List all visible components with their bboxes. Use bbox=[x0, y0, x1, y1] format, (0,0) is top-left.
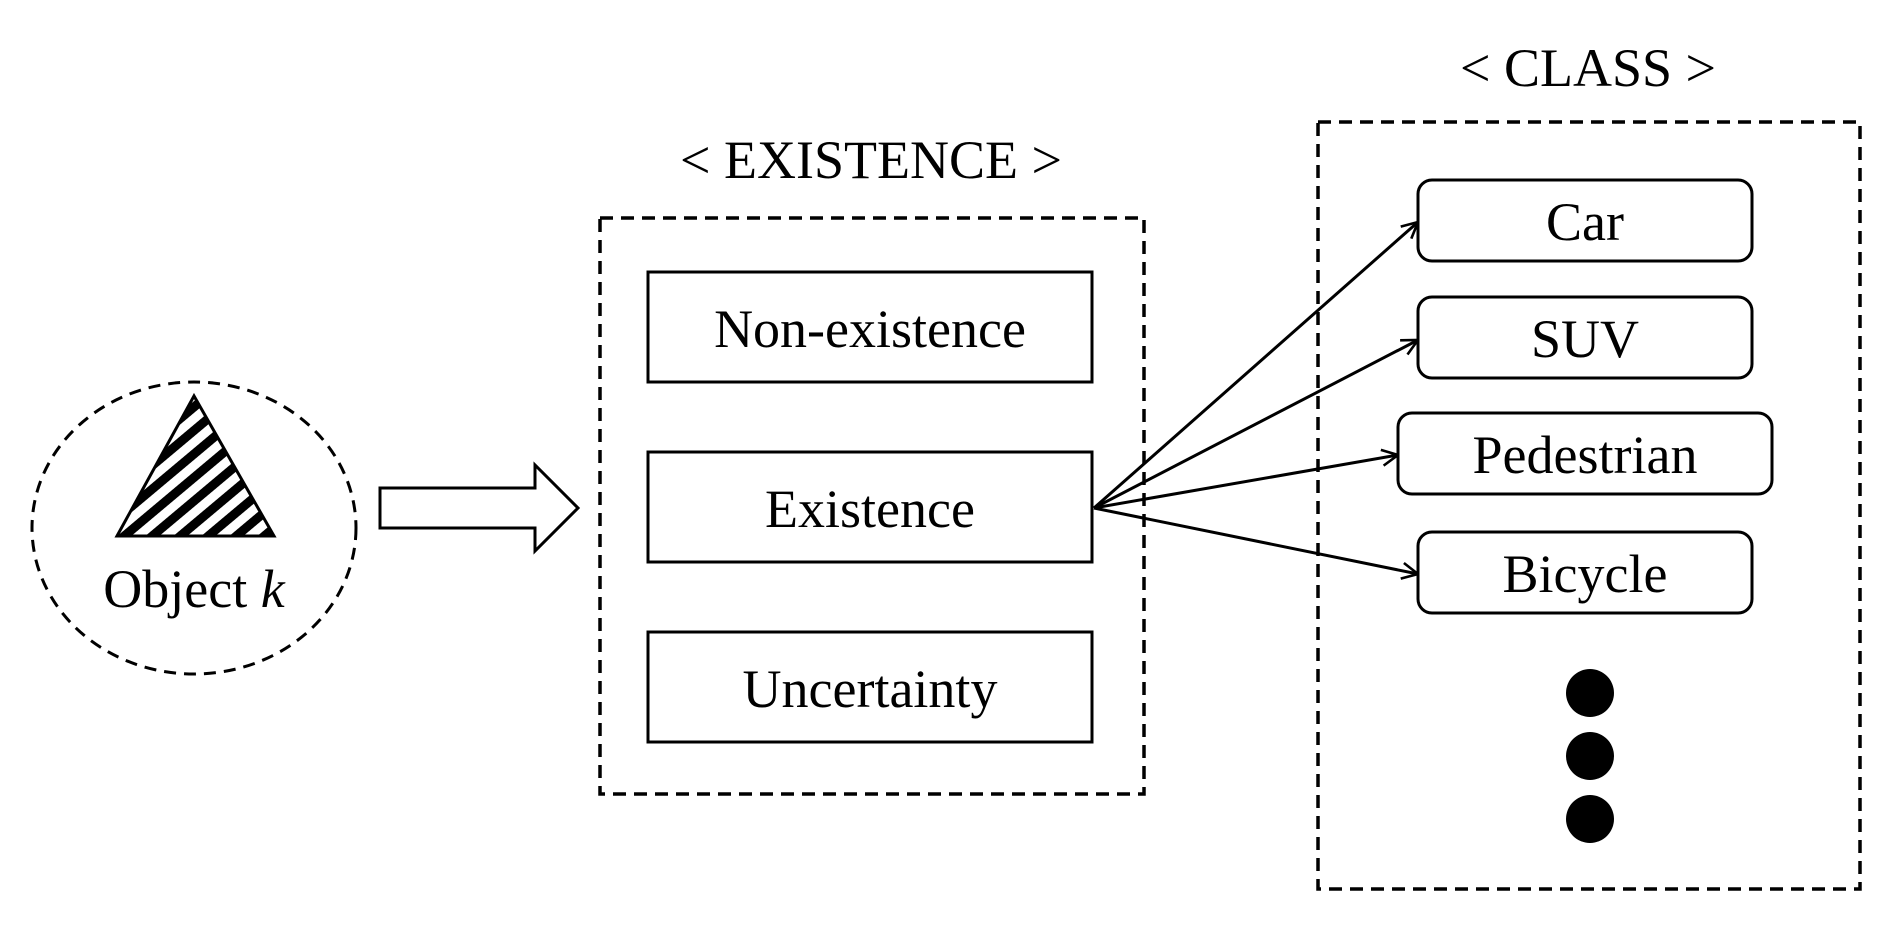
class-item-label: Pedestrian bbox=[1473, 425, 1698, 485]
existence-title: < EXISTENCE > bbox=[680, 130, 1062, 190]
existence-item-label: Uncertainty bbox=[743, 659, 998, 719]
arrow-to-suv bbox=[1093, 340, 1418, 510]
object-dashed-circle bbox=[30, 380, 358, 676]
more-items-ellipsis-icon bbox=[1566, 669, 1614, 843]
object-label: Object k bbox=[103, 559, 285, 619]
class-item-label: SUV bbox=[1531, 309, 1639, 369]
arrow-to-car bbox=[1093, 222, 1418, 510]
class-title: < CLASS > bbox=[1460, 38, 1716, 98]
object-name: Object bbox=[103, 559, 247, 619]
hatched-triangle-icon bbox=[114, 392, 277, 538]
existence-item-label: Existence bbox=[765, 479, 975, 539]
class-connectors bbox=[1093, 222, 1418, 574]
class-group: < CLASS > Car SUV Pedestrian Bicycle bbox=[1316, 38, 1862, 891]
object-symbol: k bbox=[261, 559, 286, 619]
arrow-to-bicycle bbox=[1093, 506, 1418, 574]
existence-item-existence: Existence bbox=[646, 450, 1094, 564]
arrow-to-pedestrian bbox=[1093, 455, 1398, 510]
block-arrow-icon bbox=[378, 461, 581, 555]
object-node: Object k bbox=[30, 380, 358, 676]
class-item-bicycle: Bicycle bbox=[1416, 530, 1754, 615]
class-item-label: Car bbox=[1546, 192, 1624, 252]
existence-item-label: Non-existence bbox=[714, 299, 1026, 359]
existence-dashed-box bbox=[598, 216, 1146, 796]
class-item-label: Bicycle bbox=[1503, 544, 1668, 604]
existence-item-non-existence: Non-existence bbox=[646, 270, 1094, 384]
class-item-suv: SUV bbox=[1416, 295, 1754, 380]
class-dashed-box bbox=[1316, 120, 1862, 891]
class-item-car: Car bbox=[1416, 178, 1754, 263]
existence-item-uncertainty: Uncertainty bbox=[646, 630, 1094, 744]
existence-group: < EXISTENCE > Non-existence Existence Un… bbox=[598, 130, 1146, 796]
class-item-pedestrian: Pedestrian bbox=[1396, 411, 1774, 496]
